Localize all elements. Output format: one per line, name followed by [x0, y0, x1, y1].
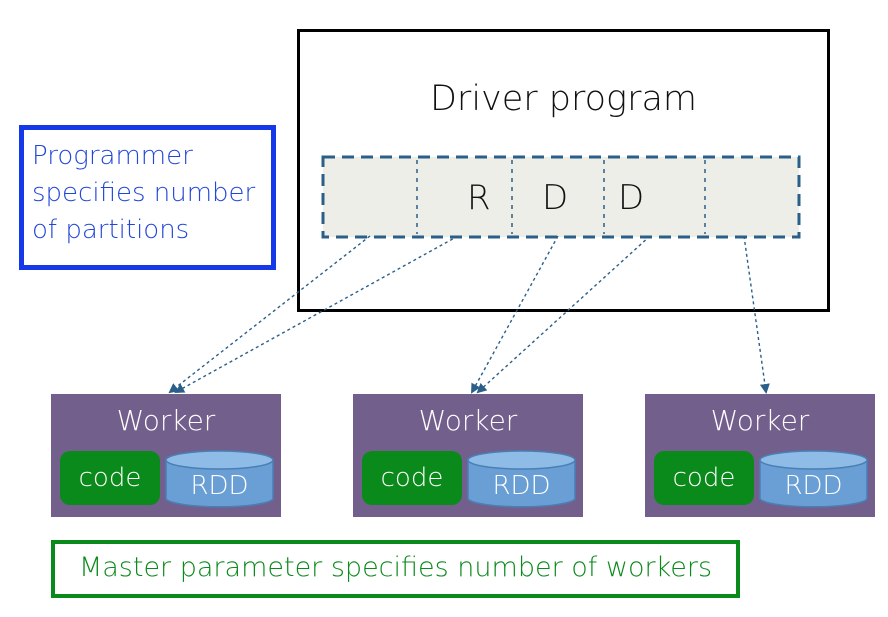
workers-callout-box	[51, 540, 740, 598]
code-block: code	[654, 451, 754, 505]
partition-2	[417, 157, 512, 237]
partition-label-d2: D	[618, 178, 645, 218]
workers-callout-text: Master parameter specifies number of wor…	[78, 552, 713, 583]
worker-node-3: Worker code RDD	[645, 394, 875, 517]
partition-5	[705, 157, 799, 237]
code-block: code	[60, 451, 160, 505]
rdd-label: RDD	[492, 471, 551, 501]
worker-label: Worker	[710, 404, 810, 437]
worker-label: Worker	[116, 404, 216, 437]
partition-1	[323, 157, 417, 237]
rdd-cylinder-icon	[467, 450, 576, 508]
partition-label-d1: D	[542, 178, 569, 218]
worker-node-1: Worker code RDD	[51, 394, 281, 517]
code-block: code	[362, 451, 462, 505]
rdd-label: RDD	[190, 471, 249, 501]
partitions-callout-text: Programmer specifies number of partition…	[32, 141, 256, 245]
partition-label-r: R	[467, 178, 491, 218]
rdd-label: RDD	[784, 471, 843, 501]
rdd-cylinder-icon	[759, 450, 868, 508]
worker-node-2: Worker code RDD	[353, 394, 583, 517]
driver-program-title: Driver program	[429, 79, 697, 119]
worker-label: Worker	[418, 404, 518, 437]
rdd-cylinder-icon	[165, 450, 274, 508]
